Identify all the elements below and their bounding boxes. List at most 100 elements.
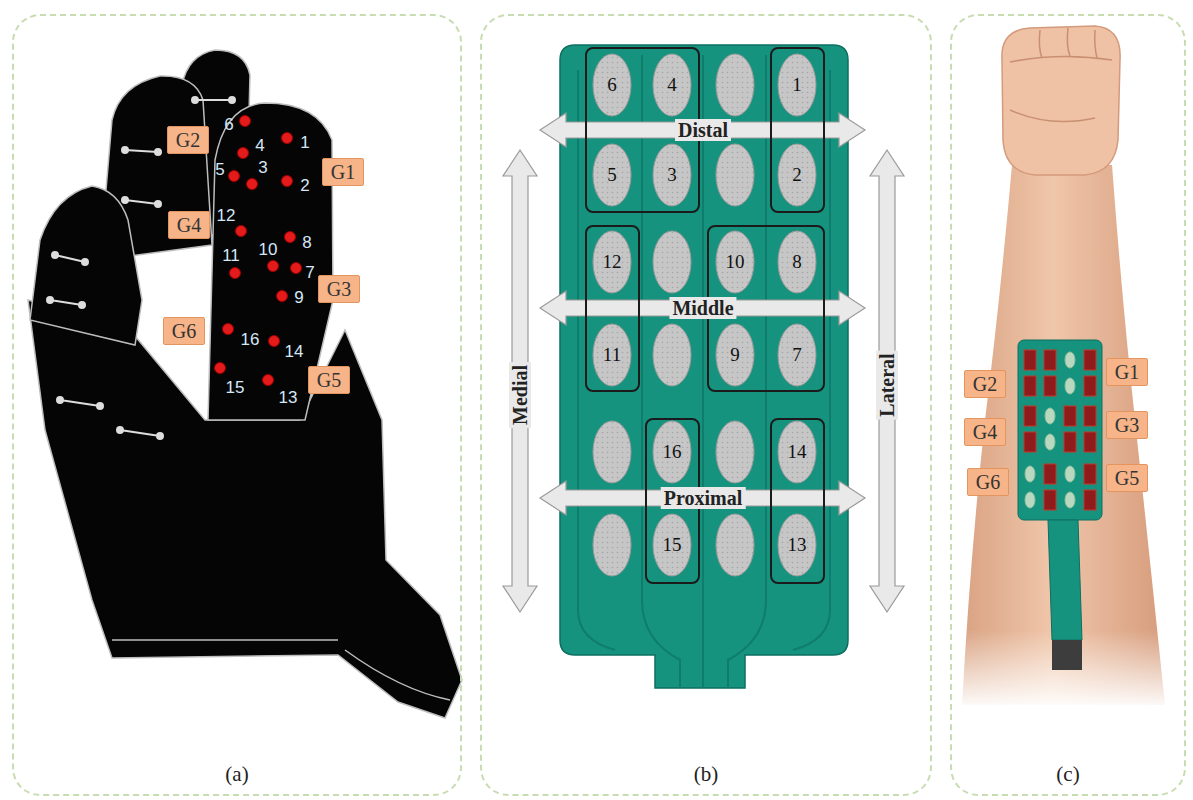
arm-electrode <box>1024 350 1096 510</box>
arm-electrode <box>1064 432 1076 452</box>
group-tag: G3 <box>1106 411 1148 439</box>
electrode-marker <box>269 336 280 347</box>
electrode-marker <box>223 324 234 335</box>
arm-electrode-idle <box>1025 466 1035 482</box>
electrode-number: 11 <box>603 345 621 366</box>
marker-number: 9 <box>294 289 303 308</box>
forearm-skin <box>962 165 1165 705</box>
glove-cuff-seam <box>112 639 338 641</box>
stitch-mark <box>125 200 158 204</box>
arm-electrode-idle <box>1025 492 1035 508</box>
group-tag: G5 <box>308 366 350 394</box>
electrode-pad <box>778 54 816 116</box>
electrode-pad <box>593 231 631 293</box>
electrode-number: 6 <box>607 75 617 96</box>
electrode-pad <box>716 324 754 386</box>
marker-number: 1 <box>300 134 309 153</box>
arm-electrode-idle <box>1065 466 1075 482</box>
electrode-marker <box>282 176 293 187</box>
marker-number: 2 <box>300 177 309 196</box>
finger-crease <box>1067 28 1070 56</box>
marker-number: 4 <box>255 137 264 156</box>
arm-electrode <box>1044 350 1056 370</box>
board-trace <box>702 55 704 688</box>
finger-crease <box>1010 110 1095 122</box>
electrode-pad <box>593 514 631 576</box>
group-tag: G1 <box>322 158 364 186</box>
electrode-pad <box>716 514 754 576</box>
electrode-marker <box>268 261 279 272</box>
arm-electrode <box>1024 406 1036 426</box>
stitch-mark <box>50 300 82 305</box>
group-tag: G4 <box>964 418 1006 446</box>
electrode-number: 2 <box>792 165 802 186</box>
electrode-pad <box>653 231 691 293</box>
group-tag: G4 <box>168 211 210 239</box>
stitch-mark <box>122 197 128 203</box>
electrode-number: 1 <box>792 75 802 96</box>
electrode-marker <box>291 263 302 274</box>
marker-number: 3 <box>258 159 267 178</box>
panel-caption: (c) <box>1056 763 1079 786</box>
direction-arrow <box>540 291 865 325</box>
glove-cuff-seam <box>345 650 450 700</box>
stitch-mark <box>122 147 128 153</box>
group-tag: G3 <box>318 275 360 303</box>
electrode-pad <box>778 514 816 576</box>
stitch-mark <box>125 150 158 152</box>
marker-number: 8 <box>302 234 311 253</box>
group-label: G6 <box>976 471 1000 493</box>
electrode-number: 16 <box>663 442 682 463</box>
electrode-number: 13 <box>788 535 807 556</box>
direction-label: Lateral <box>876 350 898 419</box>
stitch-mark <box>60 400 100 406</box>
direction-label: Middle <box>669 297 736 319</box>
group-tag: G6 <box>163 317 205 345</box>
electrode-pad <box>593 421 631 483</box>
glove-finger <box>30 186 142 345</box>
marker-number: 10 <box>259 241 278 260</box>
glove <box>28 50 462 718</box>
electrode-pad <box>716 231 754 293</box>
group-tag: G6 <box>967 468 1009 496</box>
electrode-marker <box>230 268 241 279</box>
group-tag: G2 <box>167 126 209 154</box>
electrode-number: 9 <box>730 345 740 366</box>
arm-board <box>1018 340 1102 520</box>
finger-crease <box>1095 30 1097 58</box>
stitch-mark <box>47 97 235 439</box>
forearm <box>955 26 1175 710</box>
electrode-marker <box>282 133 293 144</box>
marker-number: 11 <box>222 247 240 266</box>
board-trace <box>578 55 830 688</box>
stitch-mark <box>52 252 58 258</box>
panel-frame: (c)G2G1G4G3G6G5 <box>950 14 1186 796</box>
direction-arrow <box>870 150 904 612</box>
electrode-group: 12 <box>770 47 825 213</box>
group-label: G5 <box>1115 467 1139 489</box>
arm-board-connector <box>1052 640 1082 670</box>
arm-electrode-idle <box>1045 408 1055 424</box>
finger-crease <box>1039 30 1042 58</box>
electrode-number: 7 <box>792 345 802 366</box>
marker-number: 15 <box>226 379 245 398</box>
electrode-number: 10 <box>726 252 745 273</box>
arm-electrode <box>1044 376 1056 396</box>
stitch-mark <box>55 255 85 262</box>
stitch-mark <box>192 97 198 103</box>
direction-arrow <box>503 113 904 612</box>
stitch-mark <box>195 99 232 101</box>
direction-label: Medial <box>509 362 531 428</box>
group-label: G6 <box>172 320 196 342</box>
group-label: G3 <box>327 278 351 300</box>
panel-frame: (a)G2G1G4G3G6G5 <box>12 14 462 796</box>
direction-arrow <box>540 113 865 147</box>
marker-number: 6 <box>224 116 233 135</box>
arm-electrode <box>1084 464 1096 484</box>
group-label: G4 <box>973 421 997 443</box>
arm-electrode <box>1064 406 1076 426</box>
direction-label: Distal <box>675 119 731 141</box>
stitch-mark <box>47 297 53 303</box>
electrode-pad <box>716 421 754 483</box>
